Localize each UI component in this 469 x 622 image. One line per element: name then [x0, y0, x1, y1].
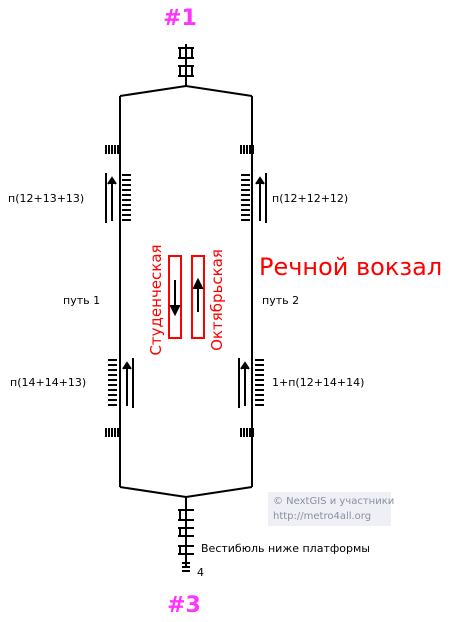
direction-boxes: [168, 255, 205, 339]
credits-box: [268, 492, 391, 526]
direction-box-left: [168, 255, 182, 339]
direction-left-label: Студенческая: [147, 244, 165, 355]
credits-link[interactable]: http://metro4all.org: [273, 511, 372, 522]
direction-box-right: [191, 255, 205, 339]
stair-label-lower-right: 1+п(12+14+14): [272, 376, 364, 389]
platform-steps: [105, 145, 254, 437]
track-left-label: путь 1: [63, 294, 100, 307]
stair-block-upper-right: [241, 173, 267, 223]
exit-top-label: #1: [163, 6, 197, 31]
direction-right-label: Октябрьская: [208, 249, 226, 351]
station-title: Речной вокзал: [259, 253, 442, 281]
exit-bottom-label: #3: [167, 593, 201, 618]
stair-label-lower-left: п(14+14+13): [10, 376, 86, 389]
vestibule-label: Вестибюль ниже платформы: [201, 542, 370, 555]
stair-block-lower-right: [238, 358, 264, 408]
platform-outline: [119, 44, 253, 572]
credits-line-1: © NextGIS и участники: [273, 496, 395, 507]
stair-label-upper-right: п(12+12+12): [272, 192, 348, 205]
direction-arrows: [169, 277, 204, 317]
stair-label-upper-left: п(12+13+13): [8, 192, 84, 205]
track-right-label: путь 2: [262, 294, 299, 307]
vestibule-steps-count: 4: [197, 566, 204, 579]
stair-block-lower-left: [108, 358, 134, 408]
stair-block-upper-left: [105, 173, 131, 223]
up-arrow-head: [192, 277, 204, 289]
down-arrow-head: [169, 305, 181, 317]
